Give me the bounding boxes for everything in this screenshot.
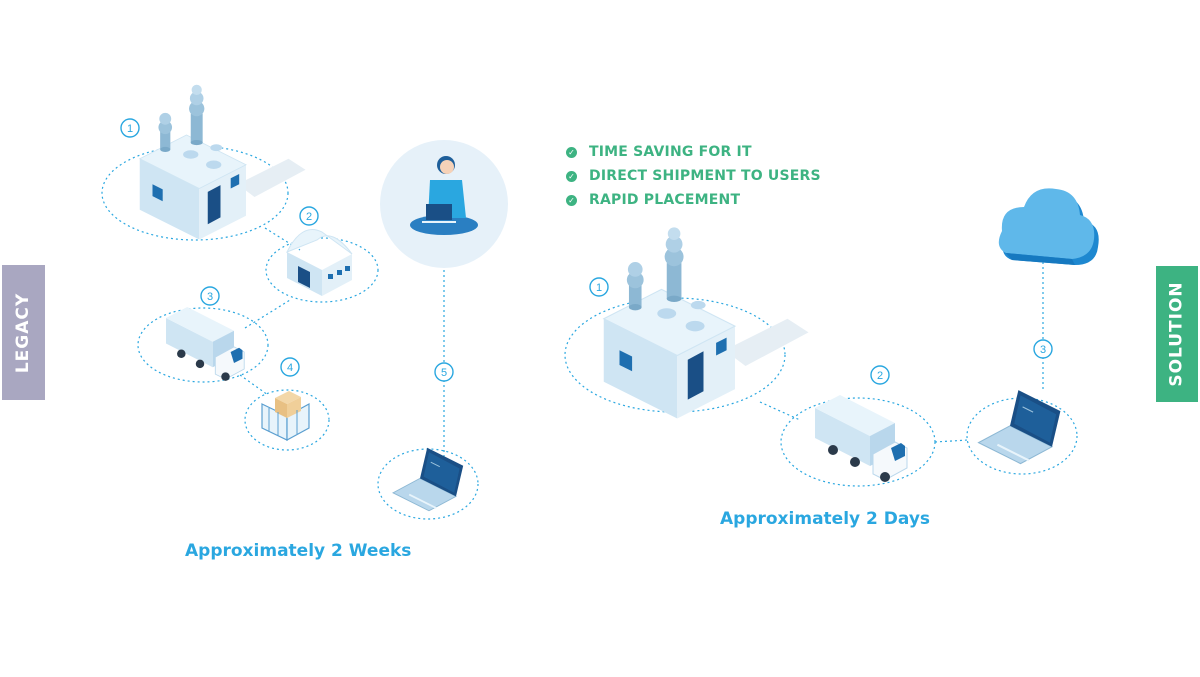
- legacy-step4-ring: [244, 389, 330, 451]
- pallet-cage-icon: [261, 391, 310, 442]
- benefit-label: TIME SAVING FOR IT: [589, 144, 752, 160]
- benefit-label: DIRECT SHIPMENT TO USERS: [589, 168, 821, 184]
- benefit-item: ✓ TIME SAVING FOR IT: [566, 140, 821, 164]
- legacy-step-1-number: 1: [127, 123, 133, 135]
- legacy-step-2-number: 2: [306, 211, 312, 223]
- solution-step-2-number: 2: [877, 370, 883, 382]
- check-icon: ✓: [566, 194, 577, 206]
- laptop-icon: [392, 446, 465, 512]
- check-icon: ✓: [566, 146, 577, 158]
- legacy-step1-ring: [101, 145, 289, 241]
- benefits-list: ✓ TIME SAVING FOR IT ✓ DIRECT SHIPMENT T…: [566, 140, 821, 212]
- technician-icon: [410, 156, 478, 235]
- solution-duration: Approximately 2 Days: [720, 509, 931, 529]
- solution-step2-ring: [780, 397, 936, 487]
- benefit-label: RAPID PLACEMENT: [589, 192, 741, 208]
- truck-icon: [814, 394, 908, 483]
- solution-step1-ring: [564, 297, 786, 413]
- legacy-step2-ring: [265, 237, 379, 303]
- legacy-step3-ring: [137, 307, 269, 383]
- warehouse-icon: [285, 229, 353, 296]
- benefit-item: ✓ DIRECT SHIPMENT TO USERS: [566, 164, 821, 188]
- legacy-duration: Approximately 2 Weeks: [185, 541, 412, 561]
- legacy-tab: LEGACY: [2, 265, 45, 400]
- solution-step-3-number: 3: [1040, 344, 1046, 356]
- legacy-connectors: [239, 227, 445, 460]
- benefit-item: ✓ RAPID PLACEMENT: [566, 188, 821, 212]
- solution-step-1-number: 1: [596, 282, 602, 294]
- solution-tab-label: SOLUTION: [1167, 281, 1188, 387]
- cloud-icon: [998, 188, 1099, 265]
- factory-icon: [130, 84, 306, 240]
- solution-connectors: [759, 262, 1044, 443]
- legacy-step-badges: 1 2 3 4 5: [120, 118, 454, 382]
- legacy-step-5-number: 5: [441, 367, 447, 379]
- legacy-tab-label: LEGACY: [13, 292, 34, 373]
- factory-icon: [592, 226, 810, 420]
- solution-tab: SOLUTION: [1156, 266, 1198, 402]
- legacy-step-4-number: 4: [287, 362, 293, 374]
- truck-icon: [165, 306, 245, 382]
- legacy-step-3-number: 3: [207, 291, 213, 303]
- solution-step-badges: 1 2 3: [589, 277, 1053, 385]
- laptop-icon: [977, 389, 1062, 465]
- check-icon: ✓: [566, 170, 577, 182]
